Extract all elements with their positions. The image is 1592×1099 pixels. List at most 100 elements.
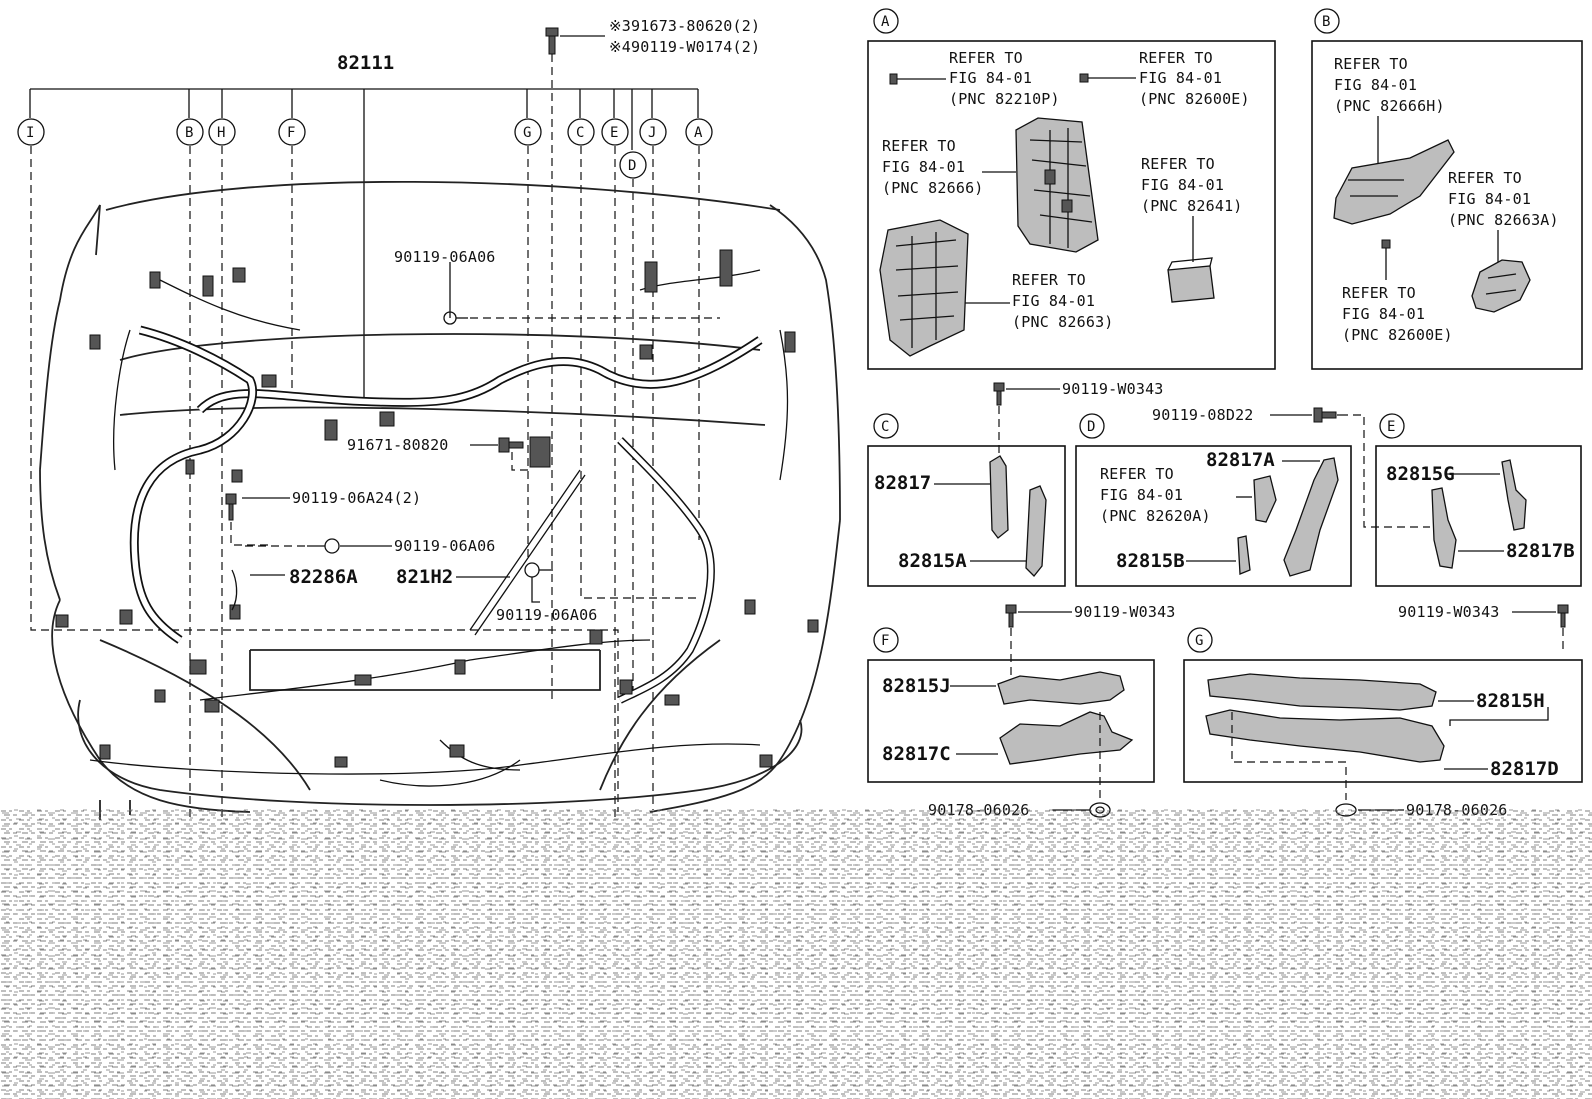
top-bolt[interactable] (545, 27, 605, 700)
inset-d-ref-line3[interactable]: (PNC 82620A) (1100, 507, 1211, 525)
inset-a-ref3-line2: FIG 84-01 (882, 158, 965, 176)
inset-f-part-82817c[interactable]: 82817C (882, 743, 951, 765)
callout-e[interactable]: E (601, 118, 629, 146)
inset-f: F 90119-W0343 82815J 82817C 90178-06026 (867, 603, 1176, 819)
svg-text:D: D (628, 158, 636, 174)
inset-c-part-82817[interactable]: 82817 (874, 472, 931, 494)
inset-b: B REFER TO FIG 84-01 (PNC 82666H) REFER … (1311, 8, 1583, 370)
inset-d-ref-line1: REFER TO (1100, 465, 1174, 483)
inset-d: D 90119-08D22 82817A REFER TO FIG 84-01 … (1075, 406, 1352, 587)
inset-b-ref3-line3[interactable]: (PNC 82600E) (1342, 326, 1453, 344)
svg-text:I: I (26, 125, 34, 141)
svg-text:H: H (217, 125, 225, 141)
callout-j[interactable]: J (639, 118, 667, 146)
inset-b-ref2-line2: FIG 84-01 (1448, 190, 1531, 208)
bracket-part-82666h[interactable] (1333, 139, 1455, 225)
bolt-06a24 (225, 493, 237, 521)
inset-b-callout[interactable]: B (1314, 8, 1340, 34)
inset-c-bolt-label[interactable]: 90119-W0343 (1062, 380, 1164, 398)
bracket-part-82663[interactable] (879, 219, 969, 357)
inset-g-callout[interactable]: G (1187, 627, 1213, 653)
inset-a-ref5-line1: REFER TO (1012, 271, 1086, 289)
bolt-06a06-top-label[interactable]: 90119-06A06 (394, 248, 496, 266)
svg-text:B: B (185, 125, 193, 141)
part-821h2-label[interactable]: 821H2 (396, 566, 453, 588)
bolt-06a06-mid-label[interactable]: 90119-06A06 (394, 537, 496, 555)
bolt-06a24-label[interactable]: 90119-06A24(2) (292, 489, 421, 507)
scan-noise-area (0, 808, 1592, 1099)
main-part-number[interactable]: 82111 (337, 52, 394, 74)
bolt-06a06-bottom-label[interactable]: 90119-06A06 (496, 606, 598, 624)
inset-a-ref4-line3[interactable]: (PNC 82641) (1141, 197, 1243, 215)
svg-text:J: J (648, 125, 656, 141)
inset-a-ref2-line3[interactable]: (PNC 82600E) (1139, 90, 1250, 108)
svg-text:C: C (576, 125, 584, 141)
inset-b-ref1-line1: REFER TO (1334, 55, 1408, 73)
cover-part-82663a[interactable] (1471, 259, 1531, 313)
callout-b[interactable]: B (176, 118, 204, 146)
inset-b-ref3-line2: FIG 84-01 (1342, 305, 1425, 323)
inset-a-callout[interactable]: A (873, 8, 899, 34)
callout-g[interactable]: G (514, 118, 542, 146)
svg-text:A: A (694, 125, 703, 141)
callout-f[interactable]: F (278, 118, 306, 146)
svg-text:C: C (881, 419, 889, 435)
bolt-91671 (498, 437, 524, 453)
wire-harness[interactable] (89, 269, 789, 787)
inset-a-ref5-line3[interactable]: (PNC 82663) (1012, 313, 1114, 331)
inset-f-callout[interactable]: F (873, 627, 899, 653)
svg-text:G: G (1195, 633, 1203, 649)
inset-e-part-82815g[interactable]: 82815G (1386, 463, 1455, 485)
bolt-06a06-top (443, 311, 468, 325)
callout-c[interactable]: C (567, 118, 595, 146)
relay-box-part[interactable] (1015, 117, 1099, 253)
harness-connectors (55, 249, 819, 768)
bolt-06a06-bottom (524, 562, 553, 578)
inset-d-callout[interactable]: D (1079, 413, 1105, 439)
inset-g: G 90119-W0343 82815H 82817D 90178-06026 (1183, 603, 1583, 819)
inset-b-ref2-line3[interactable]: (PNC 82663A) (1448, 211, 1559, 229)
inset-d-bolt (1313, 407, 1337, 423)
svg-text:E: E (610, 125, 618, 141)
part-82286a-label[interactable]: 82286A (289, 566, 358, 588)
inset-a-ref2-line2: FIG 84-01 (1139, 69, 1222, 87)
inset-a-ref1-line1: REFER TO (949, 49, 1023, 67)
inset-f-part-82815j[interactable]: 82815J (882, 675, 951, 697)
inset-b-ref2-line1: REFER TO (1448, 169, 1522, 187)
engine-bay-outline (39, 180, 841, 820)
inset-f-bolt (1005, 604, 1017, 628)
inset-a-ref1-line2: FIG 84-01 (949, 69, 1032, 87)
callout-h[interactable]: H (208, 118, 236, 146)
inset-e-part-82817b[interactable]: 82817B (1506, 540, 1575, 562)
inset-d-ref-line2: FIG 84-01 (1100, 486, 1183, 504)
inset-a-ref3-line3[interactable]: (PNC 82666) (882, 179, 984, 197)
inset-b-ref1-line3[interactable]: (PNC 82666H) (1334, 97, 1445, 115)
callout-d[interactable]: D (619, 151, 647, 179)
callout-i[interactable]: I (17, 118, 45, 146)
svg-text:F: F (287, 125, 295, 141)
inset-c-part-82815a[interactable]: 82815A (898, 550, 967, 572)
svg-text:F: F (881, 633, 889, 649)
top-bolt-label-1[interactable]: ※391673-80620(2) (609, 17, 760, 35)
inset-a-ref2-line1: REFER TO (1139, 49, 1213, 67)
inset-d-part-82817a[interactable]: 82817A (1206, 449, 1275, 471)
inset-a: A REFER TO FIG 84-01 (PNC 82210P) REFER … (867, 8, 1276, 370)
svg-text:E: E (1387, 419, 1395, 435)
relay-part[interactable] (1167, 257, 1215, 303)
inset-g-part-82817d[interactable]: 82817D (1490, 758, 1559, 780)
inset-a-ref3-line1: REFER TO (882, 137, 956, 155)
inset-g-bolt-label[interactable]: 90119-W0343 (1398, 603, 1500, 621)
inset-a-ref1-line3[interactable]: (PNC 82210P) (949, 90, 1060, 108)
bolt-91671-label[interactable]: 91671-80820 (347, 436, 449, 454)
inset-d-bolt-label[interactable]: 90119-08D22 (1152, 406, 1254, 424)
top-bolt-label-2[interactable]: ※490119-W0174(2) (609, 38, 760, 56)
inset-f-bolt-label[interactable]: 90119-W0343 (1074, 603, 1176, 621)
inset-g-bolt (1557, 604, 1569, 628)
inset-e-callout[interactable]: E (1379, 413, 1405, 439)
callout-a[interactable]: A (685, 118, 713, 146)
inset-d-part-82815b[interactable]: 82815B (1116, 550, 1185, 572)
inset-g-part-82815h[interactable]: 82815H (1476, 690, 1545, 712)
bolt-06a06-mid (307, 538, 340, 554)
inset-c-callout[interactable]: C (873, 413, 899, 439)
